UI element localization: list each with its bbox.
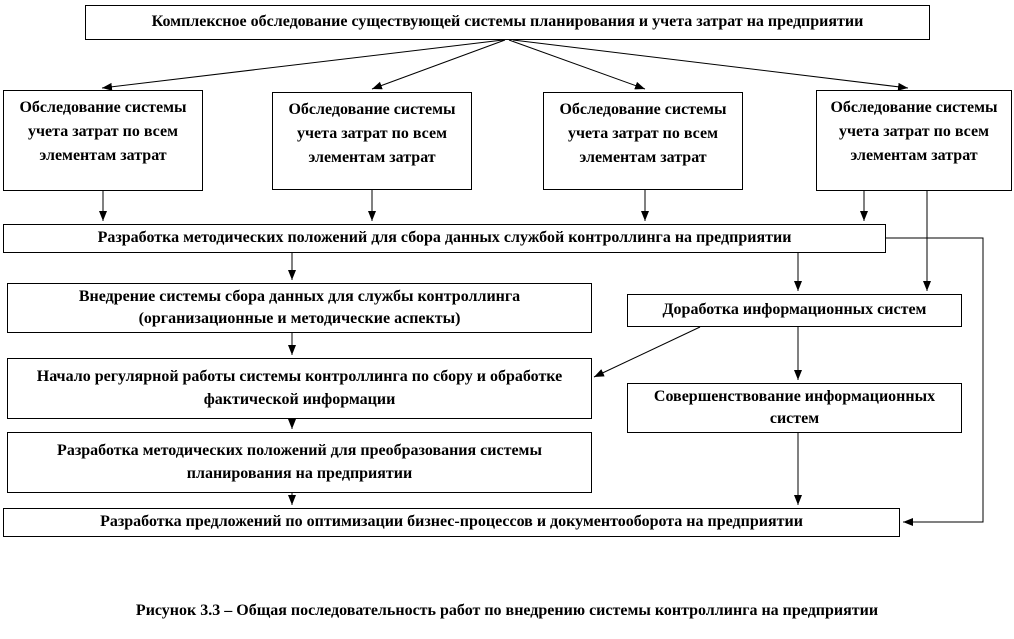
- arrow-method-to-optimize-elbow: [886, 237, 984, 526]
- box-cost-survey-3: Обследование системы учета затрат по все…: [543, 92, 743, 190]
- box-regular-work-start: Начало регулярной работы системы контрол…: [7, 358, 592, 419]
- box-business-process-optimization: Разработка предложений по оптимизации би…: [3, 508, 900, 537]
- figure-caption: Рисунок 3.3 – Общая последовательность р…: [135, 602, 879, 619]
- arrow-top-to-survey-2: [371, 39, 506, 90]
- box-cost-survey-4: Обследование системы учета затрат по все…: [816, 90, 1012, 191]
- box-data-collection-implementation: Внедрение системы сбора данных для служб…: [7, 283, 592, 333]
- arrow-top-to-survey-1: [101, 39, 504, 91]
- box-comprehensive-survey: Комплексное обследование существующей си…: [85, 5, 930, 40]
- box-methodology-data-collection: Разработка методических положений для сб…: [3, 224, 886, 253]
- box-information-systems-rework: Доработка информационных систем: [627, 294, 962, 327]
- arrow-top-to-survey-3: [508, 39, 646, 90]
- box-cost-survey-2: Обследование системы учета затрат по все…: [272, 92, 472, 190]
- box-cost-survey-1: Обследование системы учета затрат по все…: [3, 90, 203, 191]
- arrow-rework-to-regular: [593, 326, 701, 378]
- box-information-systems-improvement: Совершенствование информационных систем: [627, 383, 962, 433]
- arrow-top-to-survey-4: [512, 39, 909, 91]
- box-planning-system-methodology: Разработка методических положений для пр…: [7, 432, 592, 493]
